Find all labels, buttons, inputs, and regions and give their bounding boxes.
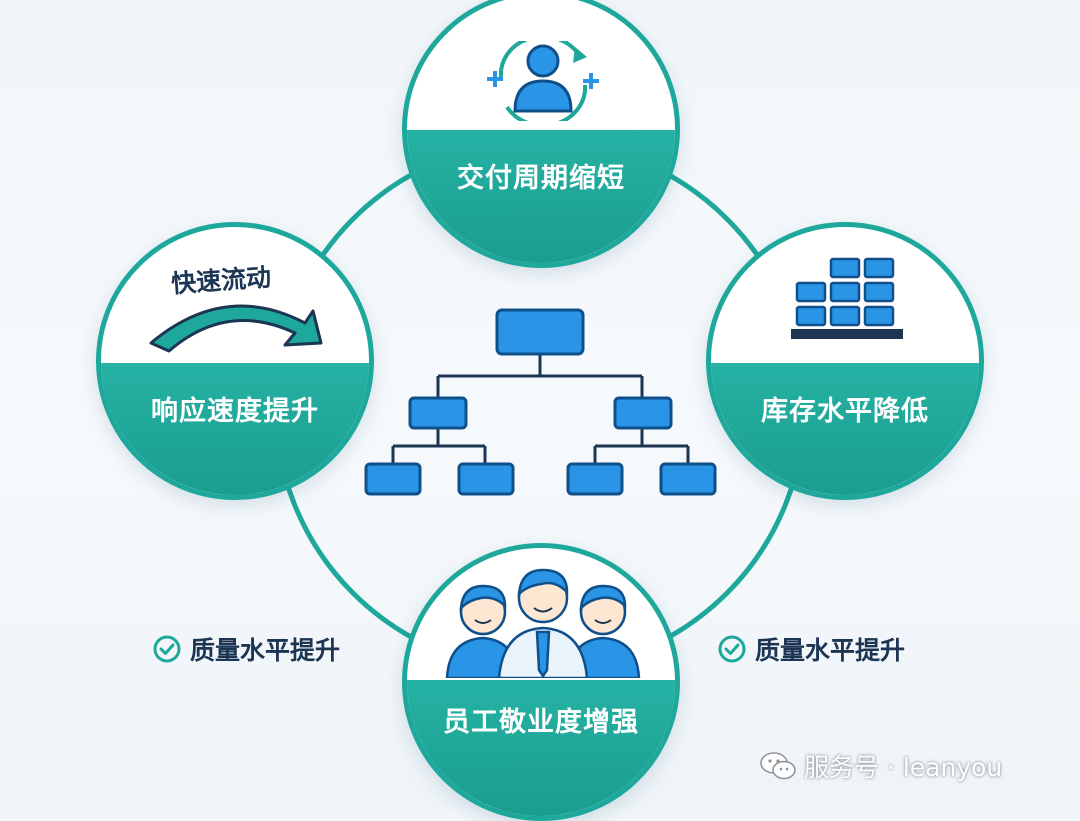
node-label-top: 交付周期缩短: [457, 163, 625, 194]
org-box-leaf: [659, 462, 717, 496]
node-band: 员工敬业度增强: [407, 680, 675, 816]
watermark: 服务号 · leanyou: [760, 748, 1002, 784]
org-box-leaf: [364, 462, 422, 496]
node-label-bottom: 员工敬业度增强: [443, 707, 639, 738]
node-employee-engagement: 员工敬业度增强: [402, 543, 680, 821]
quality-note-left: 质量水平提升: [152, 631, 340, 667]
org-box-leaf: [457, 462, 515, 496]
check-circle-icon: [153, 635, 181, 663]
org-box-leaf: [566, 462, 624, 496]
org-chart-icon: [364, 308, 717, 496]
node-label-right: 库存水平降低: [761, 396, 929, 427]
user-cycle-icon: [487, 41, 599, 121]
node-band: 库存水平降低: [711, 363, 979, 495]
node-inventory: 库存水平降低: [706, 222, 984, 500]
quality-note-text: 质量水平提升: [755, 636, 906, 665]
org-box-right: [613, 396, 673, 430]
node-delivery-cycle: 交付周期缩短: [402, 0, 680, 268]
node-response-speed: 快速流动 响应速度提升: [96, 222, 374, 500]
org-box-root: [495, 308, 585, 356]
watermark-text: 服务号 · leanyou: [804, 753, 1003, 782]
node-label-left: 响应速度提升: [151, 396, 319, 427]
wechat-icon: [760, 752, 796, 780]
check-circle-icon: [718, 635, 746, 663]
curved-arrow-icon: [149, 304, 323, 353]
org-box-left: [408, 396, 468, 430]
quality-note-text: 质量水平提升: [190, 636, 341, 665]
team-people-icon: [445, 568, 641, 678]
inventory-blocks-icon: [791, 257, 903, 339]
node-band: 交付周期缩短: [407, 130, 675, 263]
node-band: 响应速度提升: [101, 363, 369, 495]
quality-note-right: 质量水平提升: [717, 631, 905, 667]
